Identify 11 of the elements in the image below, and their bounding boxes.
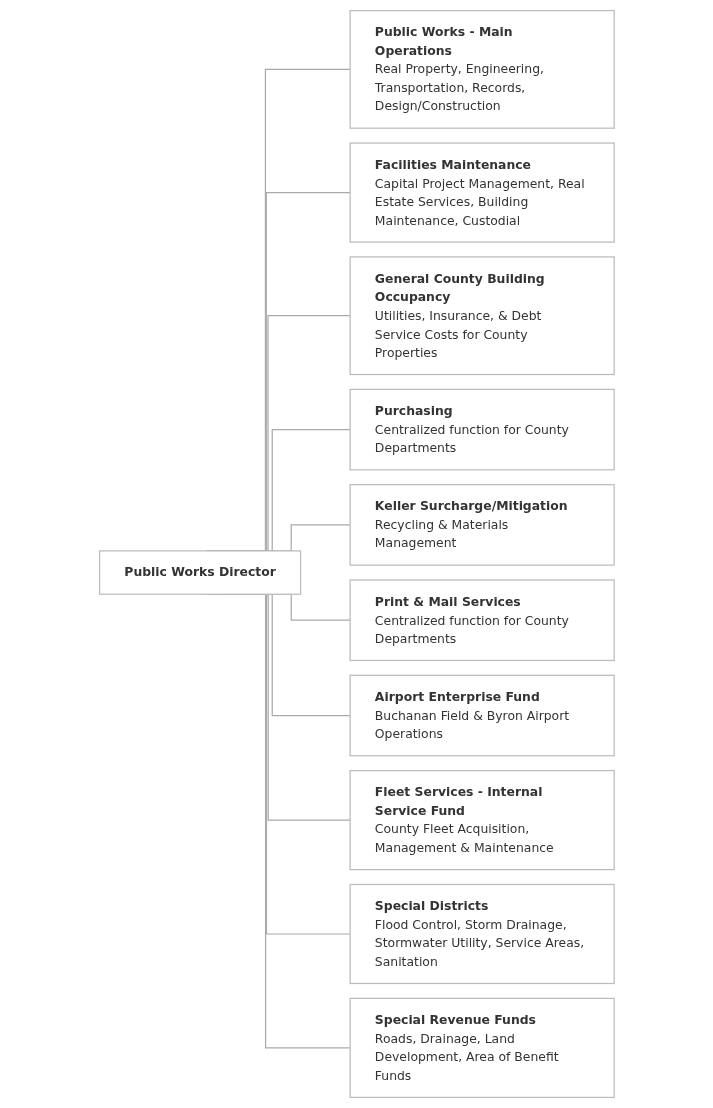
node-box: Facilities Maintenance Capital Project Management, Real Estate Services, Building Maintenance, Custodial (349, 142, 615, 243)
node-box: Purchasing Centralized function for County Departments (349, 388, 615, 471)
node-box: Fleet Services - Internal Service Fund County Fleet Acquisition, Management & Maintenance (349, 770, 615, 871)
node-box: Print & Mail Services Centralized function for County Departments (349, 579, 615, 662)
node-box: Special Districts Flood Control, Storm Drainage, Stormwater Utility, Service Areas, Sanitation (349, 883, 615, 985)
node-box: General County Building Occupancy Utilities, Insurance, & Debt Service Costs for County Properties (349, 256, 615, 376)
node-box: Public Works - Main Operations Real Property, Engineering, Transportation, Records, Design/Construction (349, 10, 615, 129)
node-box: Special Revenue Funds Roads, Drainage, Land Development, Area of Benefit Funds (349, 997, 615, 1098)
node-box: Keller Surcharge/Mitigation Recycling & Materials Management (349, 484, 615, 566)
node-box: Airport Enterprise Fund Buchanan Field & Byron Airport Operations (349, 674, 615, 757)
node-box: Public Works Director (98, 550, 301, 595)
